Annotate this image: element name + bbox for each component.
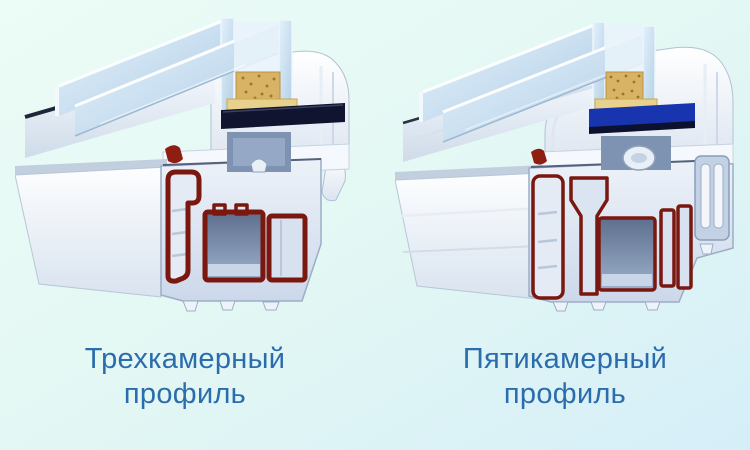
glass-panes xyxy=(55,17,293,137)
profile-foot xyxy=(552,301,569,312)
profile-foot xyxy=(644,301,661,311)
chamber-2 xyxy=(202,209,266,283)
profile-foot xyxy=(182,300,199,312)
chamber-1 xyxy=(531,174,565,300)
chamber-3 xyxy=(597,216,657,292)
rubber-gasket xyxy=(165,145,183,164)
profile-foot xyxy=(262,301,280,311)
sash-chamber xyxy=(601,136,671,171)
frame-profile xyxy=(395,165,544,300)
chamber-3 xyxy=(266,213,308,283)
caption-three-chamber: Трехкамерный профиль xyxy=(84,343,286,411)
profile-foot xyxy=(219,300,236,311)
sash-chamber xyxy=(227,132,291,173)
glazing-seal-blue xyxy=(589,103,695,134)
profile-foot xyxy=(590,301,607,311)
three-chamber-profile-illustration xyxy=(15,17,350,312)
chamber-outlines-five xyxy=(531,174,693,300)
caption-five-chamber: Пятикамерный профиль xyxy=(462,343,668,411)
chamber-1 xyxy=(165,169,202,284)
hardware-block xyxy=(694,155,730,255)
rubber-gasket xyxy=(531,148,547,165)
chamber-2-tab xyxy=(212,203,227,216)
figure-three-chamber: Трехкамерный профиль xyxy=(8,6,362,450)
glazing-seal-dark xyxy=(221,103,345,129)
five-chamber-profile-illustration xyxy=(395,21,734,312)
glass-panes xyxy=(419,21,656,143)
chamber-2 xyxy=(569,176,609,296)
frame-profile xyxy=(15,159,168,298)
chamber-outlines-three xyxy=(165,169,308,284)
frame-cross-section xyxy=(160,145,322,312)
chamber-2-tab xyxy=(234,203,249,216)
figure-five-chamber: Пятикамерный профиль xyxy=(388,6,742,450)
chamber-4 xyxy=(659,208,676,288)
chamber-5 xyxy=(676,204,693,290)
frame-cross-section xyxy=(528,148,734,312)
